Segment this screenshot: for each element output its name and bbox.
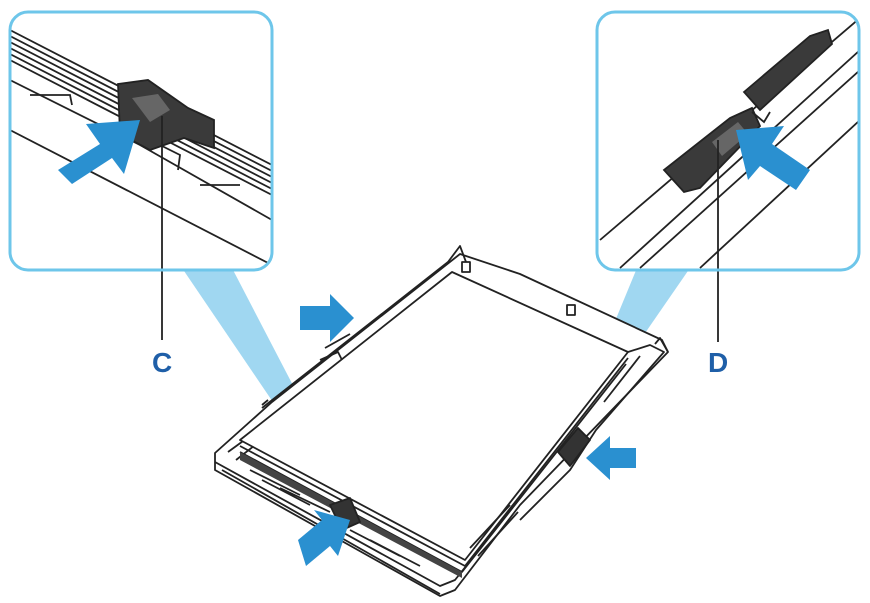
arrow-right-icon	[300, 294, 354, 342]
push-arrows-main	[298, 294, 636, 566]
arrow-right-icon	[58, 120, 140, 184]
arrow-right-icon	[298, 510, 350, 566]
zoom-box-left	[8, 10, 274, 340]
paper-cassette	[214, 245, 669, 597]
arrow-left-icon	[736, 126, 810, 190]
callout-label-c: C	[152, 347, 172, 378]
paper-guide-d-small	[557, 427, 591, 467]
arrow-left-icon	[586, 436, 636, 480]
callout-label-d: D	[708, 347, 728, 378]
zoom-box-right	[595, 10, 861, 342]
